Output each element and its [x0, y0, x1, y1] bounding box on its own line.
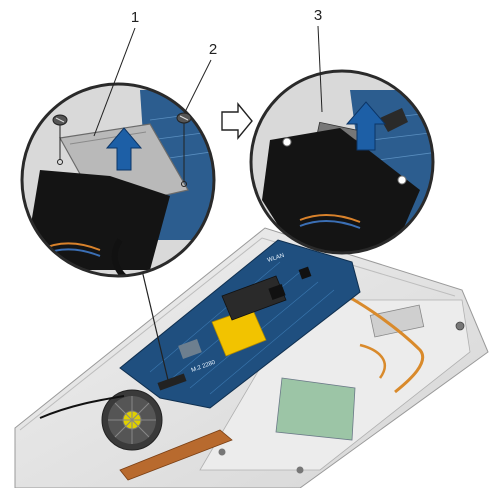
callout-leader-2: [184, 59, 212, 113]
callout-leader-1: [93, 27, 136, 137]
display-connector: [157, 373, 187, 391]
zoom-leader-line: [140, 265, 169, 381]
touchpad: [275, 377, 356, 441]
screw-icon: [176, 112, 192, 187]
zoom-detail-left: [20, 82, 216, 278]
callout-number-2: 2: [209, 41, 217, 58]
fan-icon: [101, 389, 163, 451]
step-arrow-icon: [221, 102, 253, 140]
callout-number-1: 1: [131, 9, 139, 26]
lift-arrow-left: [105, 127, 143, 171]
callout-number-3: 3: [314, 7, 322, 24]
heat-pipe: [119, 429, 233, 481]
wlan-label: WLAN: [267, 253, 285, 264]
display-cable: [30, 170, 170, 270]
callout-leader-3: [317, 25, 323, 113]
laptop-base: WLAN M.2 2280: [14, 227, 489, 488]
ssd: [221, 275, 287, 321]
lift-arrow-right: [345, 101, 387, 151]
display-cable-lifted: [262, 128, 420, 253]
screw-icon: [52, 114, 68, 165]
flex-cable: [329, 286, 424, 394]
zoom-detail-right: [249, 69, 435, 255]
